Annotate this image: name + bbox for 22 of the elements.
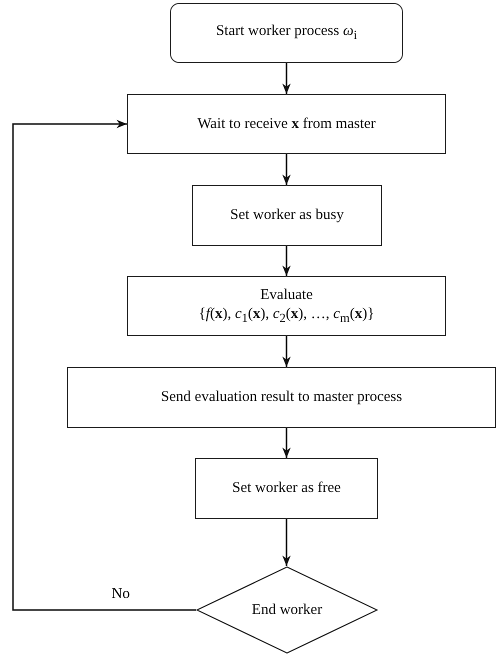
box-text: Start worker process ω$_{i}$: [216, 22, 358, 44]
process-box: [127, 276, 446, 336]
box-text: Set worker as busy: [230, 206, 344, 225]
decision-diamond: [196, 566, 378, 654]
arrow: [282, 246, 291, 276]
box-text: Wait to receive x from master: [197, 114, 376, 134]
arrow: [282, 63, 291, 94]
box-text: Send evaluation result to master process: [160, 388, 402, 407]
process-box: [67, 367, 496, 428]
box-text: {f(x), c$_{1}$(x), c$_{2}$(x), …, c$_{m}$(x)}: [198, 304, 374, 326]
process-box: [192, 185, 382, 246]
box-heading: Evaluate: [260, 286, 313, 305]
start-box: [170, 3, 403, 63]
arrow: [282, 336, 291, 367]
arrow: [12, 120, 196, 611]
decision-text: End worker: [252, 600, 322, 620]
arrow: [282, 154, 291, 185]
process-box: [195, 458, 378, 519]
arrow: [282, 428, 291, 458]
box-text: Set worker as free: [232, 479, 341, 498]
arrow: [282, 519, 291, 566]
process-box: [127, 94, 446, 154]
